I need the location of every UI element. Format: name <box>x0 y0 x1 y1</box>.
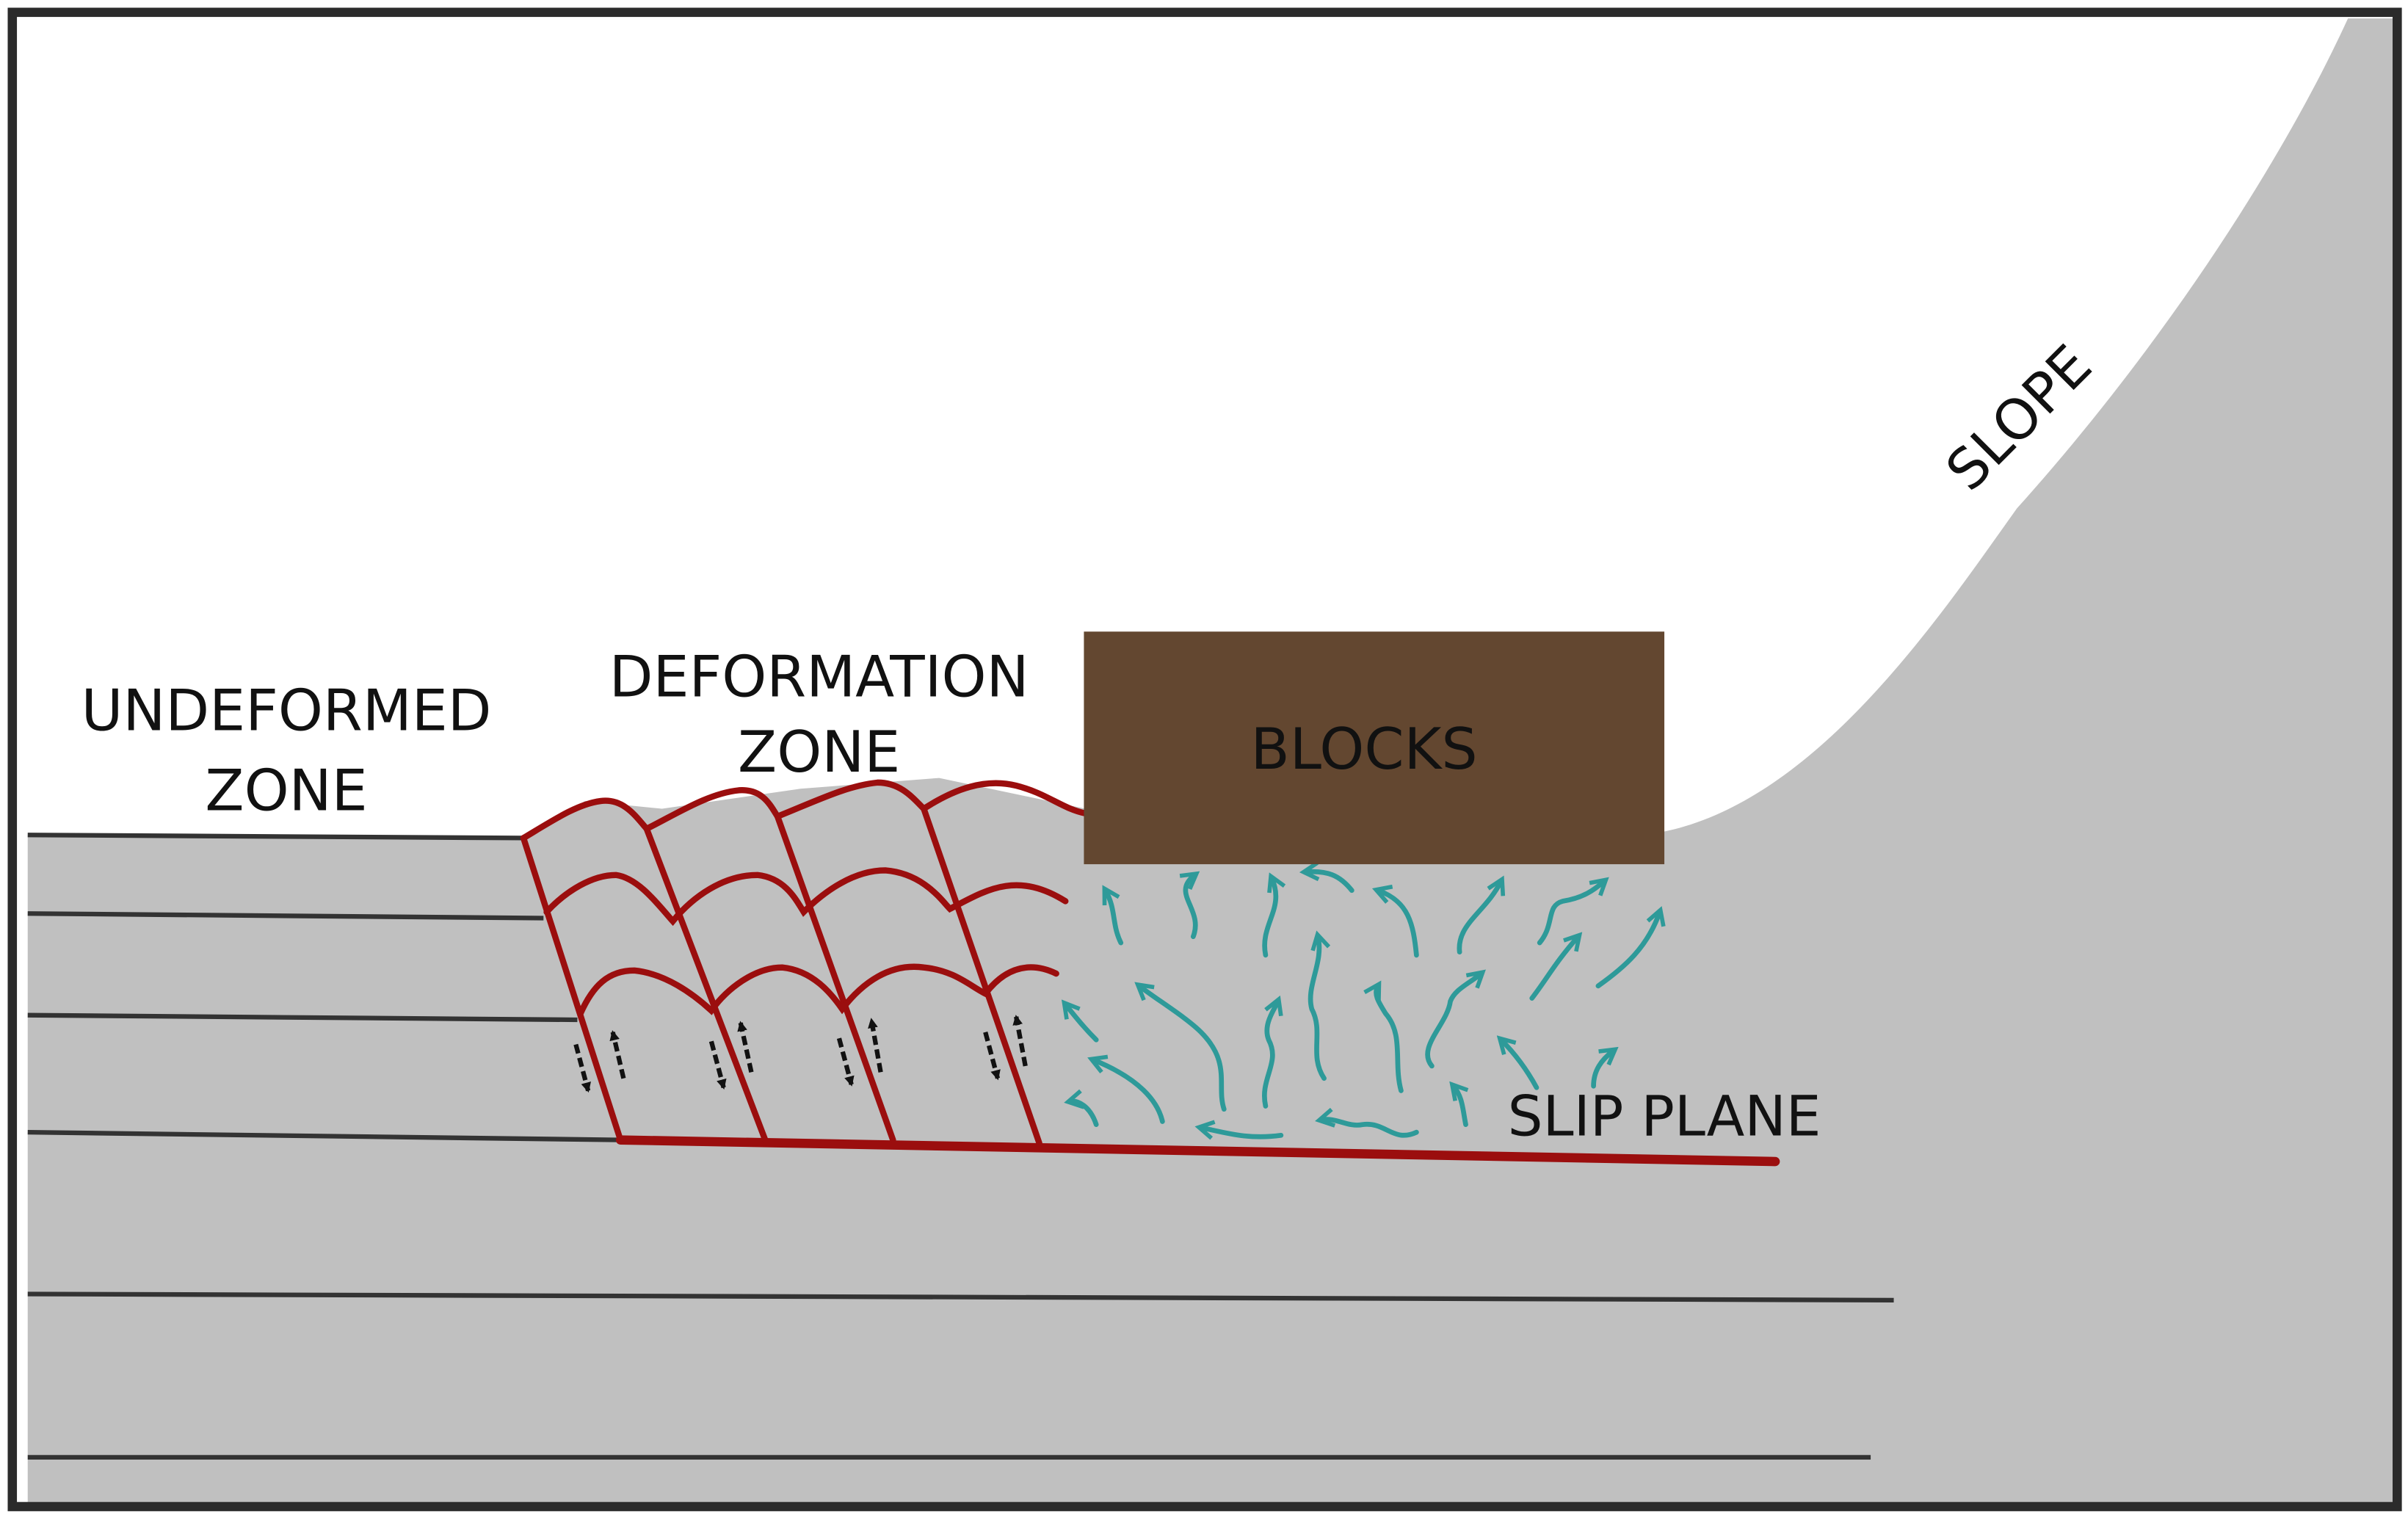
down-arrow-2 <box>708 1040 727 1090</box>
deformed-layer-3 <box>577 963 1059 1017</box>
flow-arrow <box>1595 906 1666 989</box>
down-arrow-3 <box>836 1037 855 1087</box>
label-deformation-zone-line2: ZONE <box>738 720 900 786</box>
stratum-line-1 <box>27 833 524 841</box>
label-undeformed-zone-line2: ZONE <box>205 758 367 825</box>
fault-line-3 <box>774 813 896 1143</box>
deformed-layer-2 <box>543 867 1069 927</box>
down-arrow-4 <box>983 1031 1001 1081</box>
stratum-line-5 <box>27 1291 1894 1303</box>
label-blocks: BLOCKS <box>1251 717 1478 783</box>
flow-arrow <box>1102 885 1124 946</box>
stratum-line-4 <box>27 1130 621 1142</box>
label-slip-plane: SLIP PLANE <box>1508 1084 1821 1148</box>
flow-arrow <box>1061 999 1099 1043</box>
flow-arrow <box>1529 932 1583 1001</box>
stratum-line-2 <box>27 911 544 921</box>
flow-arrow <box>1179 871 1200 940</box>
blocks-box <box>1084 631 1665 865</box>
flow-arrows <box>1061 860 1666 1140</box>
flow-arrow <box>1457 875 1506 955</box>
fault-line-4 <box>921 805 1042 1147</box>
fault-motion-arrows <box>573 1015 1028 1093</box>
flow-arrow <box>1194 1120 1284 1140</box>
flow-arrow <box>1591 1046 1619 1089</box>
up-arrow-4 <box>1012 1015 1028 1067</box>
flow-arrow <box>1308 930 1331 1081</box>
flow-arrow <box>1262 995 1283 1109</box>
stratum-line-3 <box>27 1012 578 1023</box>
deformed-surface <box>520 779 1089 841</box>
fault-line-2 <box>643 825 769 1143</box>
fault-line-1 <box>520 835 624 1143</box>
up-arrow-2 <box>737 1021 754 1073</box>
label-undeformed-zone-line1: UNDEFORMED <box>81 678 492 744</box>
flow-arrow <box>1496 1035 1540 1090</box>
label-deformation-zone-line1: DEFORMATION <box>609 644 1029 710</box>
flow-arrow <box>1449 1081 1469 1128</box>
flow-arrow <box>1425 969 1486 1069</box>
up-arrow-3 <box>868 1018 883 1073</box>
flow-arrow <box>1537 877 1609 946</box>
diagram-frame <box>7 7 2402 1512</box>
flow-arrow <box>1363 980 1404 1093</box>
up-arrow-1 <box>609 1030 626 1079</box>
flow-arrow <box>1371 884 1419 958</box>
slip-plane-line <box>615 1135 1780 1167</box>
flow-arrow <box>1087 1054 1165 1124</box>
flow-arrow <box>1315 1107 1419 1138</box>
deformation-faults <box>520 779 1780 1167</box>
strata-lines <box>27 833 1894 1460</box>
down-arrow-1 <box>573 1043 591 1093</box>
flow-arrow <box>1134 982 1227 1112</box>
flow-arrow <box>1262 872 1286 958</box>
flow-arrow <box>1064 1089 1099 1128</box>
flow-arrow <box>1299 860 1354 894</box>
